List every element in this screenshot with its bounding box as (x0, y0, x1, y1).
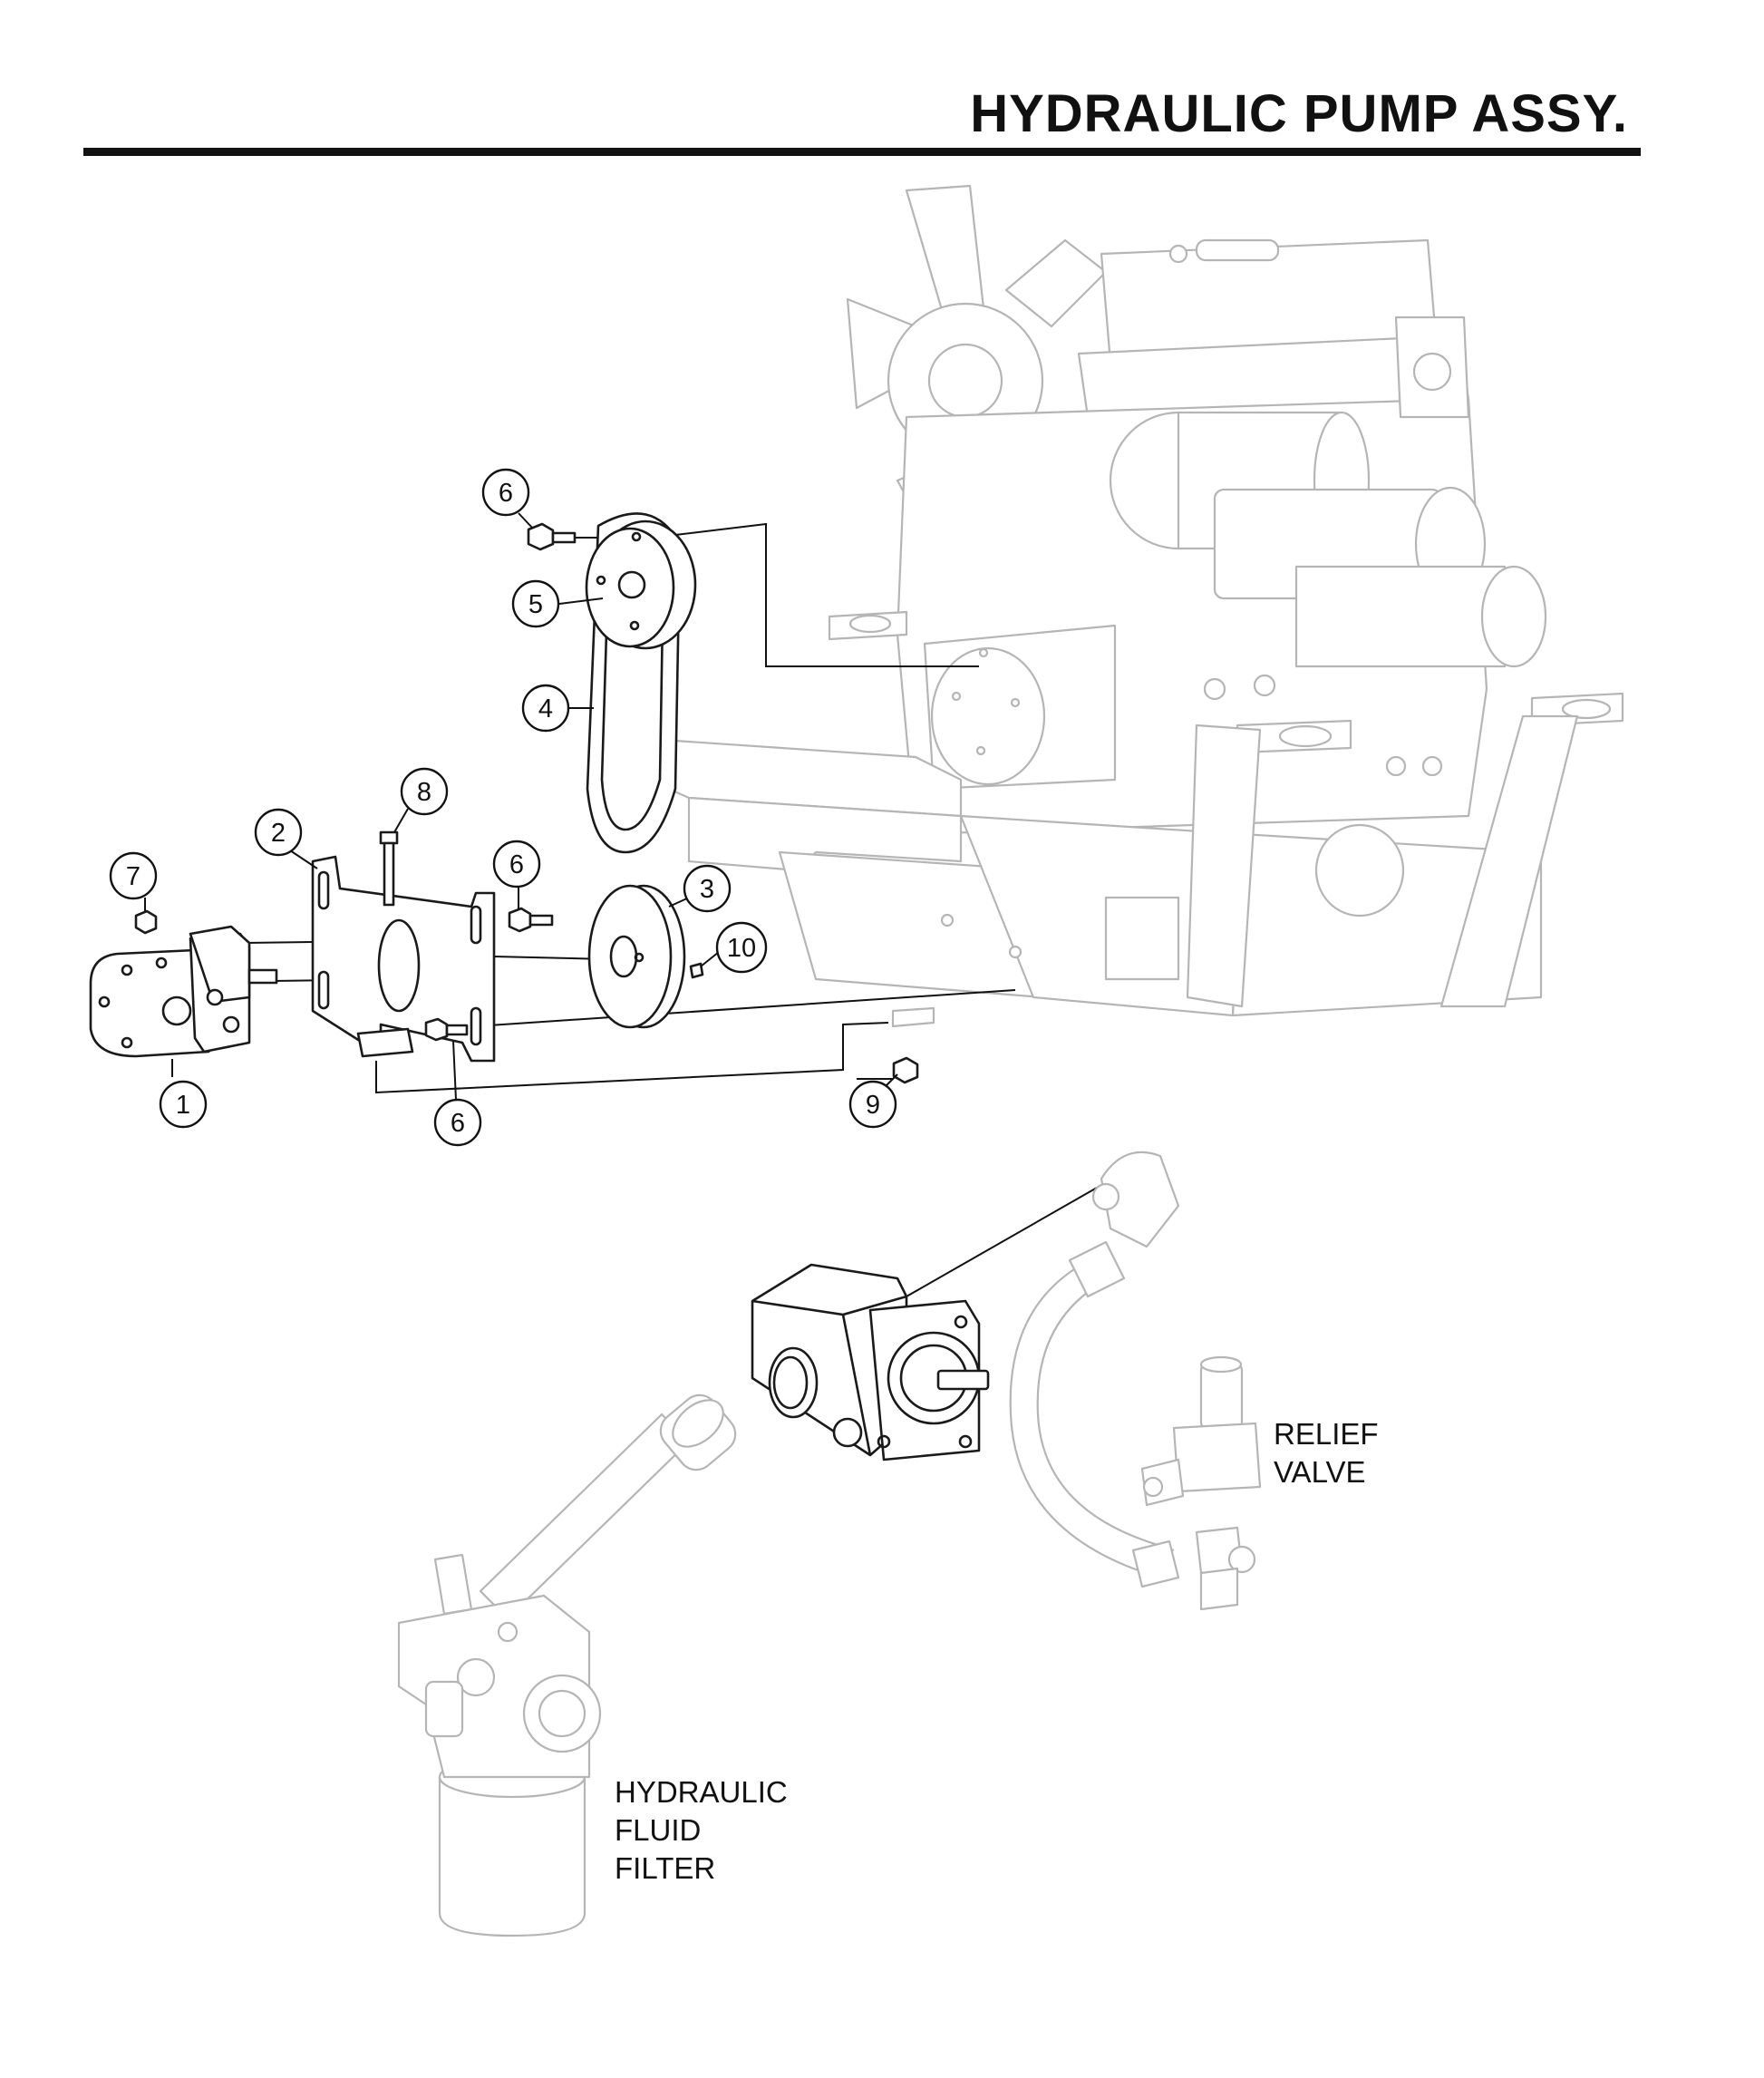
svg-text:3: 3 (700, 875, 714, 904)
callout-10: 10 (700, 921, 768, 974)
svg-text:5: 5 (528, 590, 543, 619)
svg-text:6: 6 (451, 1109, 465, 1138)
callout-3: 3 (668, 864, 732, 913)
callout-4: 4 (521, 684, 594, 733)
lower-pulley-assembly[interactable] (587, 884, 704, 1029)
svg-text:FILTER: FILTER (615, 1851, 715, 1885)
suction-hose (479, 1393, 737, 1620)
svg-text:1: 1 (176, 1091, 190, 1120)
svg-text:8: 8 (417, 778, 431, 807)
title-rule (83, 148, 1641, 156)
set-screw[interactable] (689, 962, 704, 979)
mounting-bracket[interactable] (311, 830, 554, 1063)
relief-valve-label: RELIEF VALVE (1274, 1417, 1379, 1489)
nut[interactable] (134, 909, 158, 935)
svg-text:6: 6 (499, 479, 513, 508)
hydraulic-pump[interactable] (89, 909, 278, 1058)
svg-text:9: 9 (866, 1091, 880, 1120)
crank-pulley (930, 646, 1046, 786)
hydraulic-filter (397, 1553, 602, 1937)
page-title: HYDRAULIC PUMP ASSY. (970, 84, 1628, 143)
frame-ghost (646, 714, 1579, 1028)
callout-6b: 6 (492, 840, 541, 908)
callout-6c: 6 (433, 1040, 482, 1147)
callout-2: 2 (254, 808, 318, 869)
engine-ghost (828, 184, 1624, 836)
callout-5: 5 (511, 579, 604, 628)
callout-9: 9 (848, 1073, 898, 1129)
belt-assembly[interactable] (527, 512, 697, 854)
bolt-middle[interactable] (508, 907, 554, 933)
svg-text:HYDRAULIC: HYDRAULIC (615, 1775, 788, 1809)
callout-7: 7 (109, 851, 158, 911)
callout-6a: 6 (481, 468, 534, 529)
svg-text:VALVE: VALVE (1274, 1455, 1366, 1489)
pressure-hose (1009, 1151, 1180, 1588)
svg-text:6: 6 (509, 850, 524, 879)
bolt-lower[interactable] (424, 1017, 469, 1042)
svg-text:10: 10 (727, 934, 756, 963)
flange-nut[interactable] (892, 1056, 919, 1084)
svg-text:7: 7 (126, 862, 141, 891)
relief-valve (1140, 1355, 1262, 1611)
bolt-vertical[interactable] (379, 830, 399, 907)
filter-label: HYDRAULIC FLUID FILTER (615, 1775, 788, 1885)
svg-text:FLUID: FLUID (615, 1813, 701, 1847)
callout-1: 1 (159, 1059, 208, 1129)
svg-text:RELIEF: RELIEF (1274, 1417, 1379, 1451)
bolt-top[interactable] (527, 522, 577, 551)
pump-detail[interactable] (751, 1263, 990, 1461)
callout-8: 8 (393, 767, 449, 833)
svg-text:2: 2 (271, 819, 286, 848)
svg-text:4: 4 (538, 694, 553, 723)
